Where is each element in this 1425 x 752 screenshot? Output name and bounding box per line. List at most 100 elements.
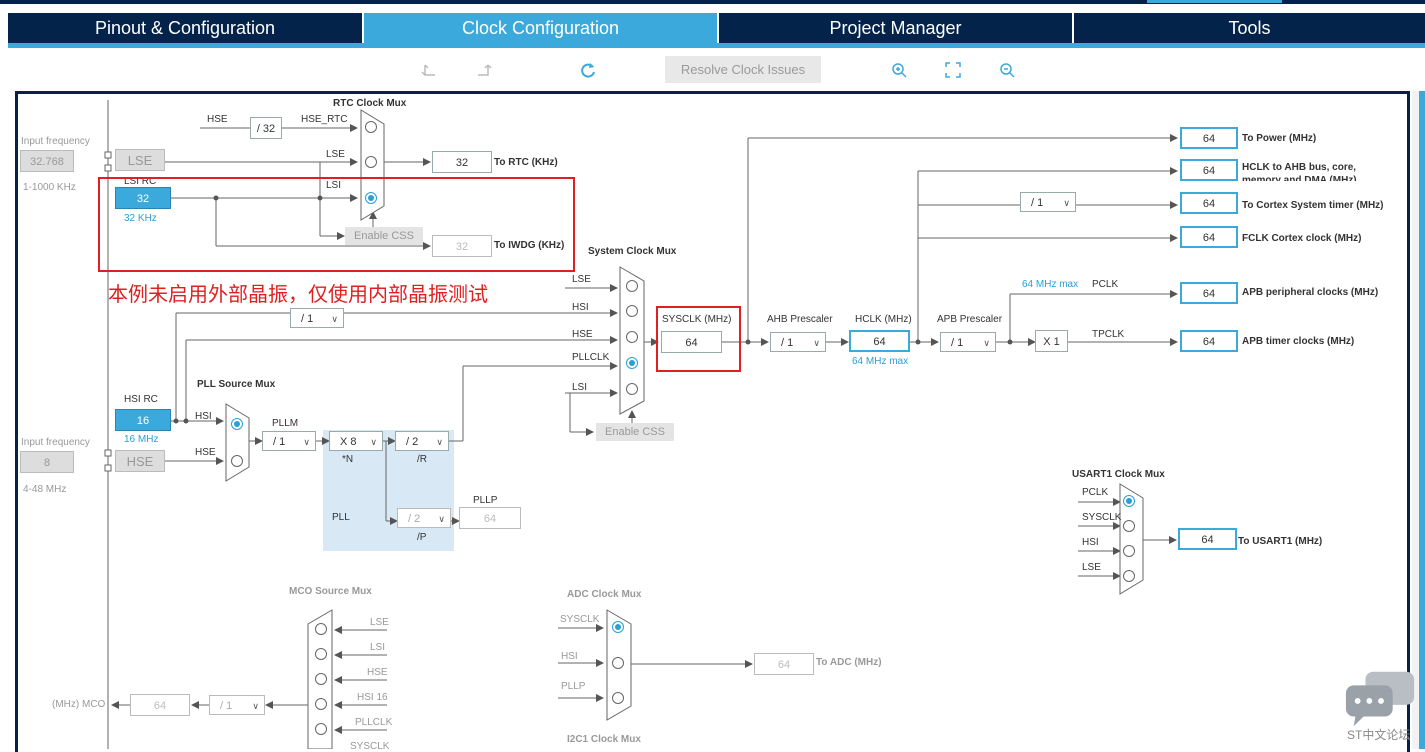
rtc-output-value[interactable]: 32	[432, 151, 492, 173]
rtc-lse-label: LSE	[326, 149, 345, 160]
apb-timer-output-label: APB timer clocks (MHz)	[1242, 336, 1355, 347]
rtc-hse-divider: / 32	[250, 117, 282, 139]
undo-icon[interactable]	[419, 59, 441, 81]
mco-radio-hsi16[interactable]	[315, 698, 327, 710]
sys-mux-radio-lsi[interactable]	[626, 383, 638, 395]
usart-output-label: To USART1 (MHz)	[1238, 536, 1323, 547]
apb-timer-output-value[interactable]: 64	[1180, 330, 1238, 352]
usart-radio-lse[interactable]	[1123, 570, 1135, 582]
mco-radio-hse[interactable]	[315, 673, 327, 685]
sys-mux-radio-pllclk[interactable]	[626, 357, 638, 369]
refresh-icon[interactable]	[577, 59, 599, 81]
adc-radio-sysclk[interactable]	[612, 621, 624, 633]
mco-radio-lse[interactable]	[315, 623, 327, 635]
pll-source-mux-shape	[225, 403, 250, 482]
adc-pllp-label: PLLP	[561, 681, 586, 692]
mco-hsi16-label: HSI 16	[357, 692, 388, 703]
chevron-down-icon: ∨	[436, 437, 443, 447]
apb-timer-multiplier: X 1	[1035, 330, 1068, 352]
power-output-label: To Power (MHz)	[1242, 133, 1317, 144]
tab-project-manager[interactable]: Project Manager	[719, 13, 1072, 43]
power-output-value[interactable]: 64	[1180, 127, 1238, 149]
usart-output-value[interactable]: 64	[1178, 528, 1237, 550]
rtc-mux-radio-lsi[interactable]	[365, 192, 377, 204]
pllp-div-label: /P	[417, 532, 427, 543]
rtc-enable-css-button[interactable]: Enable CSS	[345, 227, 423, 245]
hclk-ahb-output-value[interactable]: 64	[1180, 159, 1238, 181]
rtc-mux-radio-lse[interactable]	[365, 156, 377, 168]
mco-output-value[interactable]: 64	[130, 694, 190, 716]
adc-mux-title: ADC Clock Mux	[567, 589, 642, 600]
usart-radio-pclk[interactable]	[1123, 495, 1135, 507]
usart-radio-hsi[interactable]	[1123, 545, 1135, 557]
tpclk-label: TPCLK	[1092, 329, 1125, 340]
pllp-select[interactable]: / 2∨	[397, 508, 451, 528]
lsi-rc-value[interactable]: 32	[115, 187, 171, 209]
rtc-mux-radio-hse[interactable]	[365, 121, 377, 133]
sys-mux-radio-hse[interactable]	[626, 331, 638, 343]
tab-tools[interactable]: Tools	[1074, 13, 1425, 43]
usart-mux-title: USART1 Clock Mux	[1072, 469, 1165, 480]
chevron-down-icon: ∨	[303, 437, 310, 447]
lse-input-frequency[interactable]: 32.768	[20, 150, 74, 172]
rtc-mux-title: RTC Clock Mux	[333, 98, 407, 109]
apb-peripheral-output-label: APB peripheral clocks (MHz)	[1242, 287, 1379, 298]
adc-output-value[interactable]: 64	[754, 653, 814, 675]
mco-divider-select[interactable]: / 1∨	[209, 695, 265, 715]
rtc-output-label: To RTC (KHz)	[494, 157, 558, 168]
rtc-hse-label: HSE	[207, 114, 228, 125]
sys-mux-radio-lse[interactable]	[626, 280, 638, 292]
hsi-divider-select[interactable]: / 1∨	[290, 308, 344, 328]
lse-oscillator[interactable]: LSE	[115, 149, 165, 171]
iwdg-output-value[interactable]: 32	[432, 235, 492, 257]
hclk-label: HCLK (MHz)	[855, 314, 912, 325]
usart-lse-label: LSE	[1082, 562, 1101, 573]
apb-peripheral-output-value[interactable]: 64	[1180, 282, 1238, 304]
scrollbar-thumb[interactable]	[1419, 91, 1425, 749]
chevron-down-icon: ∨	[1063, 198, 1070, 208]
system-mux-title: System Clock Mux	[588, 246, 677, 257]
hclk-value[interactable]: 64	[849, 330, 910, 352]
zoom-in-icon[interactable]	[888, 59, 910, 81]
cortex-timer-output-value[interactable]: 64	[1180, 192, 1238, 214]
pllp-output-value[interactable]: 64	[459, 507, 521, 529]
sys-enable-css-button[interactable]: Enable CSS	[596, 423, 674, 441]
tab-pinout-configuration[interactable]: Pinout & Configuration	[8, 13, 362, 43]
resolve-clock-issues-button[interactable]: Resolve Clock Issues	[665, 56, 821, 83]
chat-bubbles-icon	[1345, 671, 1415, 727]
fclk-output-value[interactable]: 64	[1180, 226, 1238, 248]
vertical-scrollbar[interactable]	[1412, 91, 1425, 749]
ahb-prescaler-label: AHB Prescaler	[767, 314, 833, 325]
plln-select[interactable]: X 8∨	[329, 431, 383, 451]
adc-radio-pllp[interactable]	[612, 692, 624, 704]
hse-input-caption: Input frequency	[21, 437, 90, 448]
sysclk-label: SYSCLK (MHz)	[662, 314, 732, 325]
cortex-timer-divider-select[interactable]: / 1∨	[1020, 192, 1076, 212]
mco-radio-pllclk[interactable]	[315, 723, 327, 735]
adc-radio-hsi[interactable]	[612, 657, 624, 669]
usart-radio-sysclk[interactable]	[1123, 520, 1135, 532]
zoom-out-icon[interactable]	[996, 59, 1018, 81]
pllm-label: PLLM	[272, 418, 299, 429]
tab-clock-configuration[interactable]: Clock Configuration	[364, 13, 717, 43]
hse-oscillator[interactable]: HSE	[115, 450, 165, 472]
hsi-rc-value[interactable]: 16	[115, 409, 171, 431]
hse-input-range: 4-48 MHz	[23, 484, 67, 495]
sys-mux-radio-hsi[interactable]	[626, 305, 638, 317]
redo-icon[interactable]	[472, 59, 494, 81]
hclk-max: 64 MHz max	[852, 356, 909, 367]
pclk-label: PCLK	[1092, 279, 1119, 290]
pll-src-radio-hse[interactable]	[231, 455, 243, 467]
pll-src-radio-hsi[interactable]	[231, 418, 243, 430]
fit-screen-icon[interactable]	[942, 59, 964, 81]
apb-prescaler-select[interactable]: / 1∨	[940, 332, 996, 352]
ahb-prescaler-select[interactable]: / 1∨	[770, 332, 826, 352]
hse-input-frequency[interactable]: 8	[20, 451, 74, 473]
mco-radio-lsi[interactable]	[315, 648, 327, 660]
sysclk-value[interactable]: 64	[661, 331, 722, 353]
pll-src-hsi-label: HSI	[195, 411, 212, 422]
mco-hse-label: HSE	[367, 667, 388, 678]
pllr-select[interactable]: / 2∨	[395, 431, 449, 451]
pllm-select[interactable]: / 1∨	[262, 431, 316, 451]
lse-input-caption: Input frequency	[21, 136, 90, 147]
